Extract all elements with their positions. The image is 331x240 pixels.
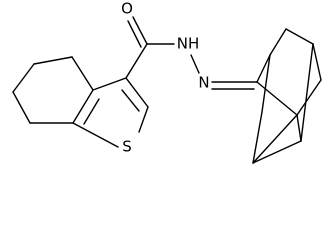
sulfur-label: S xyxy=(122,138,132,156)
adamantane-cage xyxy=(252,28,322,164)
oxygen-label: O xyxy=(121,0,133,18)
bond-c3a-c4 xyxy=(71,56,94,91)
bond-c9-c5 xyxy=(285,28,314,45)
bond-c2-c1 xyxy=(256,54,271,83)
bond-c4-c5 xyxy=(33,56,73,65)
bond-c3-c2 xyxy=(256,81,298,116)
hydrazide-chain xyxy=(125,16,258,90)
bond-c7-c6 xyxy=(252,114,298,164)
bond-c5-c10 xyxy=(300,43,314,142)
bond-c3-c2-inner xyxy=(121,89,140,112)
bond-c3a-c3 xyxy=(92,77,127,91)
bond-c6-c7 xyxy=(12,91,31,124)
n-label: N xyxy=(198,74,209,92)
bond-c3-carbonyl xyxy=(125,43,148,79)
bond-c10-c7 xyxy=(252,140,302,164)
bond-s-c7a xyxy=(72,122,119,148)
bond-c4-c3 xyxy=(296,79,322,116)
structure-figure: O NH N S xyxy=(12,0,322,164)
thiophene-ring xyxy=(72,77,149,148)
nh-label: NH xyxy=(177,35,200,53)
bond-c8-c7 xyxy=(252,111,263,164)
bond-c5-c4 xyxy=(312,43,322,81)
bond-c3a-c7a xyxy=(72,89,94,124)
bond-c5-c6 xyxy=(12,63,35,93)
bond-c1-c9 xyxy=(269,28,287,56)
bond-c3-c10 xyxy=(296,114,302,142)
bond-c3a-c7a-inner xyxy=(83,98,100,125)
bond-c1-c8 xyxy=(261,54,271,113)
cyclohexene-ring xyxy=(12,56,94,124)
bond-carbonyl-o xyxy=(132,16,148,45)
bond-c2-s xyxy=(138,106,149,133)
bond-carbonyl-o-inner xyxy=(127,20,142,48)
bond-c3-c2 xyxy=(125,77,149,108)
bond-nh-n xyxy=(190,54,200,74)
